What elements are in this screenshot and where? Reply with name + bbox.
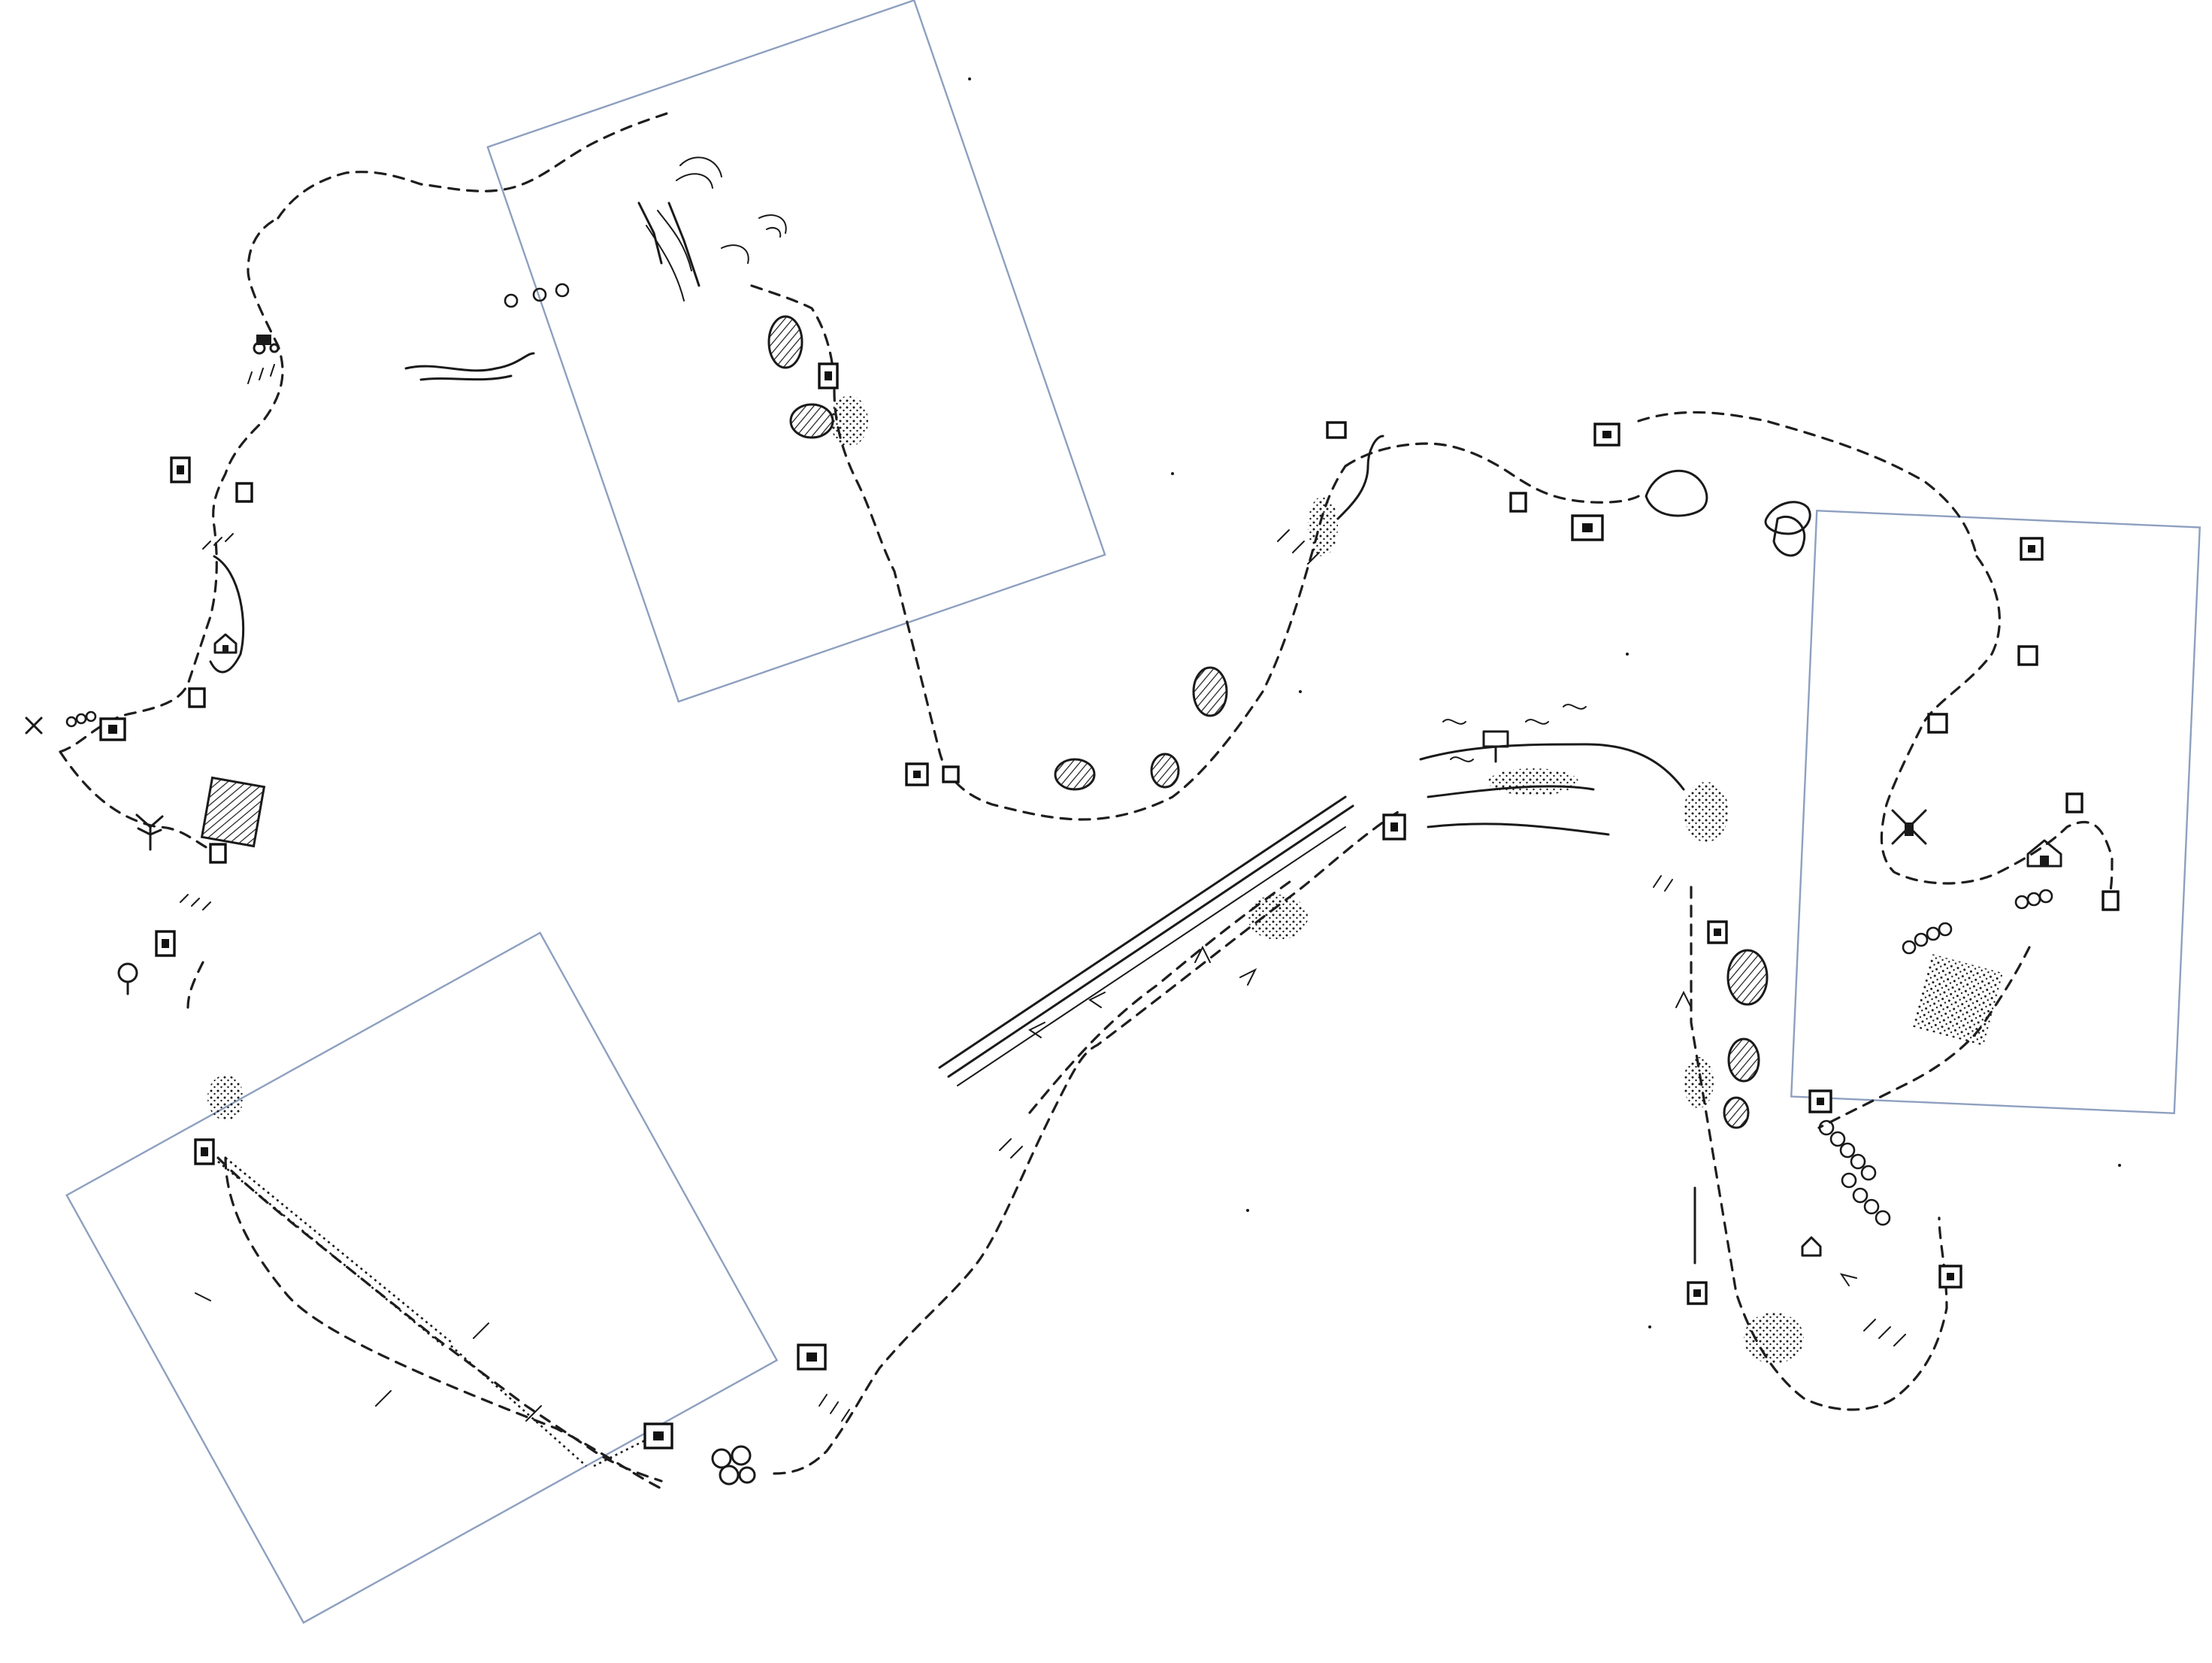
boulder-chain-right <box>1818 889 2053 1226</box>
island-shape-icon-2 <box>1764 501 1811 535</box>
road-diagonal-long-3 <box>957 826 1346 1086</box>
house-icon-1 <box>213 633 238 654</box>
river-northeast <box>1336 435 1384 520</box>
vegetation-stipple-5 <box>1744 1313 1804 1364</box>
lake-hatched-8 <box>1723 1096 1750 1129</box>
house-icon-2 <box>2026 839 2062 868</box>
boulder-chain-top <box>65 283 570 728</box>
river-center-3 <box>1427 822 1610 836</box>
tree-icon-small <box>117 962 138 995</box>
checkpoint-markers <box>99 362 2120 1449</box>
checkpoint-marker <box>643 1422 673 1449</box>
checkpoint-marker <box>99 717 126 741</box>
checkpoint-marker <box>2065 792 2083 813</box>
tree-cluster-icon <box>711 1445 756 1486</box>
river-northwest <box>404 352 535 372</box>
checkpoint-marker <box>2102 890 2120 911</box>
vegetation-stipple-8 <box>1488 768 1578 795</box>
dashed-route-center-diagonal <box>1028 878 1294 1114</box>
dashed-route-right-sheet <box>1817 555 2114 1129</box>
checkpoint-marker <box>2020 537 2044 561</box>
grid-sheet-bottom-left <box>65 931 779 1624</box>
lake-hatched-6 <box>1726 949 1769 1006</box>
lake-hatched-1 <box>767 315 803 369</box>
checkpoint-marker <box>235 482 253 503</box>
checkpoint-marker <box>170 456 191 483</box>
tree-icon-west <box>135 813 164 851</box>
lake-hatched-5 <box>1150 753 1180 789</box>
grid-sheet-right <box>1790 509 2201 1115</box>
terrain-contours-top <box>646 156 787 301</box>
dashed-route-northeast <box>1344 410 1978 558</box>
vegetation-stipple-7 <box>1308 496 1338 556</box>
lake-outline-icon <box>1772 515 1806 557</box>
checkpoint-marker <box>2017 645 2038 666</box>
tractor-icon <box>253 335 280 355</box>
wave-symbols <box>1442 704 1587 762</box>
vegetation-stipple-4 <box>1684 1057 1714 1108</box>
checkpoint-marker <box>1938 1265 1962 1289</box>
vegetation-stipple-1 <box>831 395 868 447</box>
checkpoint-marker <box>209 843 227 864</box>
checkpoint-marker <box>1382 813 1406 841</box>
checkpoint-marker <box>155 930 176 957</box>
cliff-lines-top <box>637 201 701 287</box>
arrows-center <box>195 945 1857 1422</box>
checkpoint-marker <box>942 765 960 783</box>
checkpoint-marker <box>1593 423 1620 447</box>
house-icon-3 <box>1801 1236 1822 1257</box>
road-diagonal-long <box>938 795 1347 1069</box>
lake-hatched-7 <box>1727 1037 1760 1083</box>
fortification-icon <box>1482 730 1509 763</box>
checkpoint-marker <box>1707 920 1728 944</box>
island-shape-icon <box>1645 469 1708 517</box>
checkpoint-marker <box>1808 1089 1832 1113</box>
lake-hatched-2 <box>789 403 834 439</box>
grass-ticks <box>180 364 1906 1422</box>
vegetation-stipple-2 <box>1248 895 1308 940</box>
road-diagonal-long-2 <box>947 804 1354 1078</box>
checkpoint-marker <box>797 1343 827 1371</box>
checkpoint-marker <box>905 762 929 786</box>
checkpoint-marker <box>1927 713 1948 734</box>
dashed-route-grid-bottom <box>216 1156 663 1483</box>
river-center <box>1419 743 1685 791</box>
river-northwest-2 <box>419 374 513 381</box>
windmill-icon <box>1891 809 1927 845</box>
checkpoint-marker <box>1571 514 1604 541</box>
vegetation-stipple-6 <box>207 1075 244 1120</box>
grid-sheet-top <box>486 0 1106 703</box>
dashed-route-west-loop <box>59 217 284 753</box>
checkpoint-marker <box>818 362 839 389</box>
dotted-route-grid-double <box>217 1156 655 1468</box>
dashed-route-top-sheet <box>750 284 1347 821</box>
checkpoint-marker <box>194 1138 215 1165</box>
checkpoint-marker <box>1326 421 1347 439</box>
dashed-route-northwest <box>277 111 670 220</box>
cross-icon-west <box>25 716 43 735</box>
scatter-specks <box>968 77 2121 1328</box>
checkpoint-marker <box>1509 492 1527 513</box>
checkpoint-marker <box>1687 1281 1708 1305</box>
vegetation-stipple-3 <box>1684 782 1729 842</box>
boulder-field-right <box>1911 953 2005 1047</box>
dashed-route-main <box>59 750 1400 1490</box>
field-hatched-west <box>200 776 266 848</box>
lake-hatched-3 <box>1192 666 1228 717</box>
checkpoint-marker <box>188 687 206 708</box>
lake-sheet-outline <box>209 555 245 674</box>
lake-hatched-4 <box>1054 758 1096 791</box>
